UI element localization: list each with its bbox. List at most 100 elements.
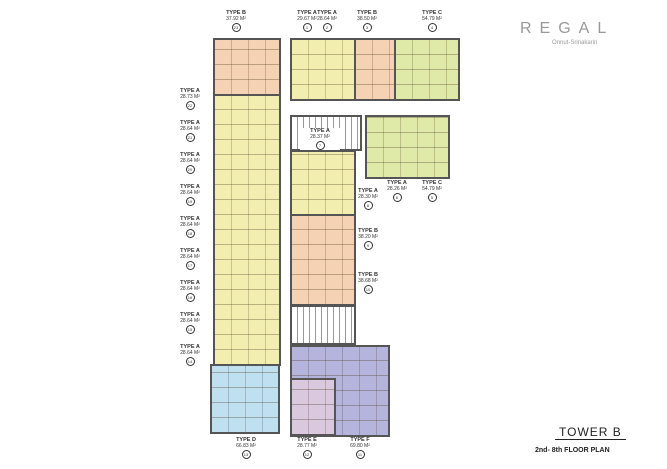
unit-area: 28.30 M² <box>358 194 378 200</box>
unit-type: TYPE C <box>422 10 442 16</box>
unit-area: 28.64 M² <box>180 190 200 196</box>
unit-area: 38.20 M² <box>358 234 378 240</box>
unit-number-badge: 13 <box>241 450 251 459</box>
unit-number-badge: 3 <box>362 23 372 32</box>
unit-number-badge: 2 <box>322 23 332 32</box>
unit-block-4 <box>394 38 460 101</box>
unit-number-badge: 5 <box>427 193 437 202</box>
unit-area: 37.92 M² <box>226 16 246 22</box>
unit-type: TYPE F <box>350 437 370 443</box>
unit-type: TYPE B <box>226 10 246 16</box>
unit-type: TYPE A <box>317 10 337 16</box>
unit-type: TYPE A <box>180 248 200 254</box>
unit-type: TYPE A <box>180 216 200 222</box>
unit-number-badge: 1 <box>302 23 312 32</box>
unit-block-8 <box>290 150 356 216</box>
unit-type: TYPE A <box>180 88 200 94</box>
unit-area: 38.68 M² <box>358 278 378 284</box>
unit-area: 54.79 M² <box>422 186 442 192</box>
unit-block-1-2 <box>290 38 356 101</box>
unit-number-badge: 7 <box>315 141 325 150</box>
unit-number-badge: 23 <box>231 23 241 32</box>
unit-type: TYPE A <box>180 184 200 190</box>
unit-area: 28.64 M² <box>180 318 200 324</box>
unit-area: 66.83 M² <box>236 443 256 449</box>
unit-type: TYPE A <box>358 188 378 194</box>
stair-core-bottom <box>290 305 356 345</box>
unit-number-badge: 16 <box>185 293 195 302</box>
unit-block-5-6 <box>365 115 450 179</box>
unit-number-badge: 4 <box>427 23 437 32</box>
unit-area: 28.37 M² <box>310 134 330 140</box>
unit-area: 29.67 M² <box>297 16 317 22</box>
unit-block-9-10 <box>290 214 356 306</box>
unit-number-badge: 18 <box>185 229 195 238</box>
unit-type: TYPE A <box>310 128 330 134</box>
unit-number-badge: 17 <box>185 261 195 270</box>
unit-area: 69.80 M² <box>350 443 370 449</box>
unit-number-badge: 6 <box>392 193 402 202</box>
unit-number-badge: 10 <box>363 285 373 294</box>
unit-column-type-a-left <box>213 94 281 366</box>
unit-area: 28.64 M² <box>180 286 200 292</box>
unit-block-13 <box>210 364 280 434</box>
unit-block-23 <box>213 38 281 96</box>
unit-area: 38.50 M² <box>357 16 377 22</box>
floor-range: 2nd- 8th FLOOR PLAN <box>535 447 610 454</box>
unit-type: TYPE A <box>180 344 200 350</box>
unit-area: 28.26 M² <box>387 186 407 192</box>
regal-logo: REGAL <box>520 20 615 37</box>
unit-type: TYPE E <box>297 437 317 443</box>
unit-number-badge: 20 <box>185 165 195 174</box>
unit-area: 28.64 M² <box>180 254 200 260</box>
unit-area: 28.64 M² <box>180 222 200 228</box>
unit-number-badge: 9 <box>363 241 373 250</box>
unit-area: 28.73 M² <box>180 94 200 100</box>
unit-type: TYPE B <box>358 272 378 278</box>
unit-block-12 <box>290 378 336 436</box>
unit-type: TYPE A <box>180 120 200 126</box>
unit-number-badge: 22 <box>185 101 195 110</box>
unit-type: TYPE A <box>387 180 407 186</box>
unit-type: TYPE B <box>357 10 377 16</box>
unit-area: 28.64 M² <box>180 350 200 356</box>
unit-type: TYPE A <box>180 152 200 158</box>
unit-area: 28.64 M² <box>180 126 200 132</box>
unit-number-badge: 19 <box>185 197 195 206</box>
unit-area: 54.79 M² <box>422 16 442 22</box>
unit-type: TYPE A <box>180 280 200 286</box>
unit-number-badge: 21 <box>185 133 195 142</box>
unit-number-badge: 12 <box>302 450 312 459</box>
unit-area: 28.64 M² <box>317 16 337 22</box>
unit-number-badge: 14 <box>185 357 195 366</box>
unit-block-3 <box>354 38 396 101</box>
unit-area: 28.77 M² <box>297 443 317 449</box>
unit-number-badge: 15 <box>185 325 195 334</box>
unit-area: 28.64 M² <box>180 158 200 164</box>
logo-subtitle: Onnut-Srinakarin <box>552 40 598 46</box>
